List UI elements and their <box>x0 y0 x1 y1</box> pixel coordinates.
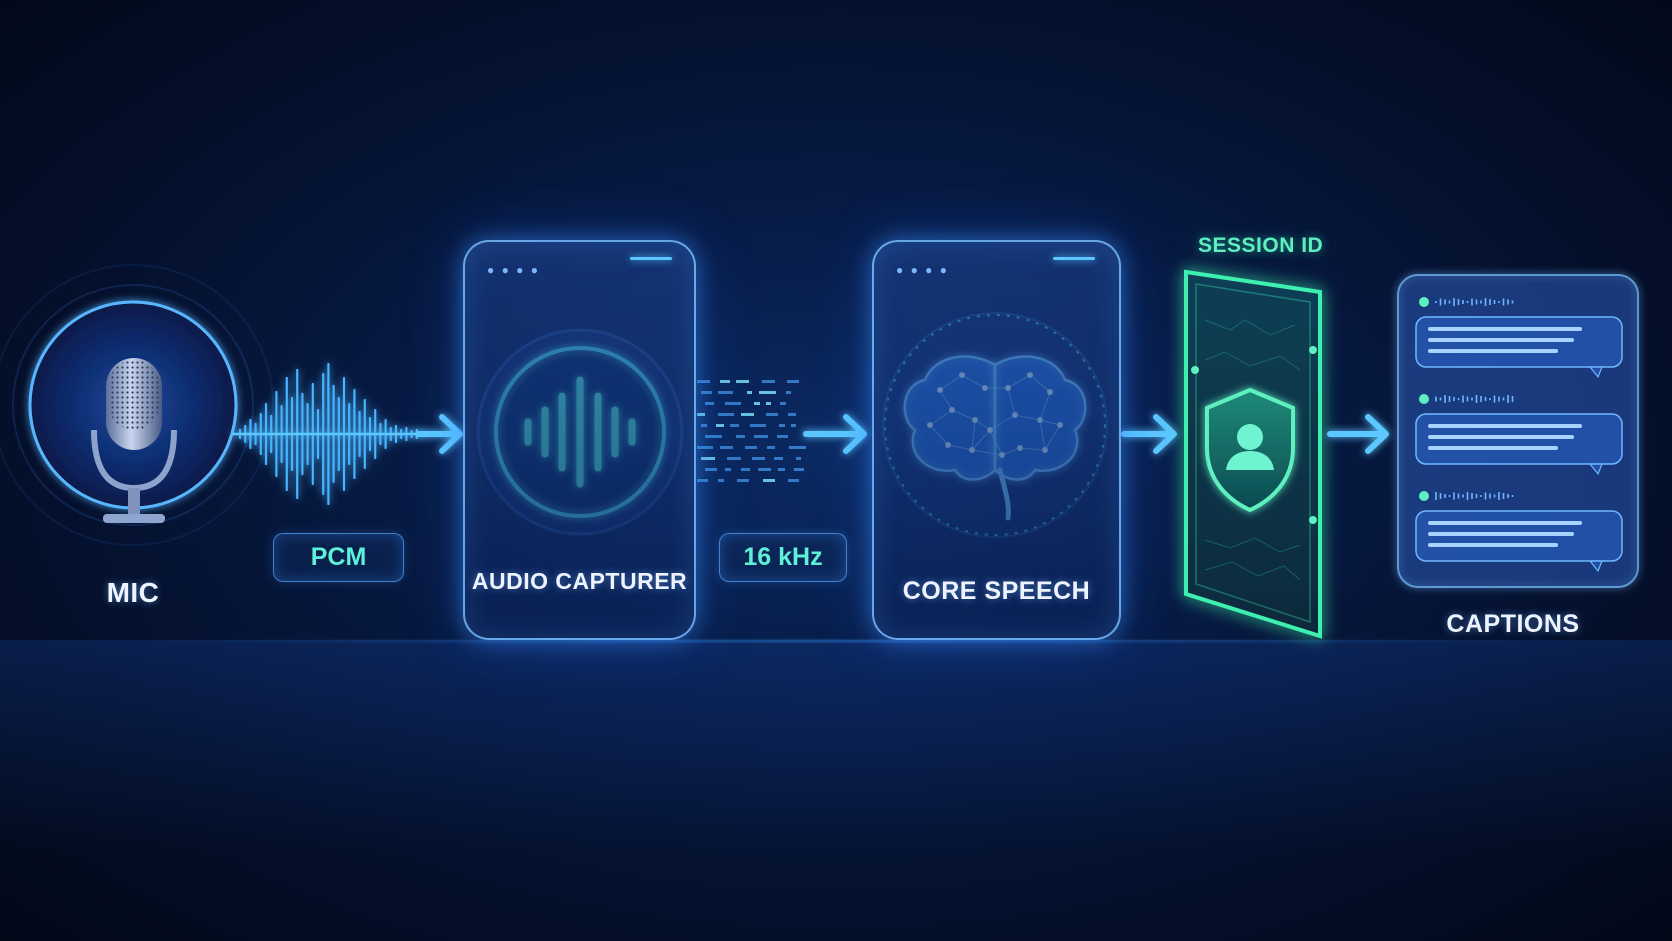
data-dash <box>705 402 714 405</box>
audio-capturer-label: AUDIO CAPTURER <box>471 568 688 594</box>
data-dash <box>705 435 722 438</box>
data-dash <box>697 479 708 482</box>
panel-header-bar <box>1053 257 1095 260</box>
data-dash <box>720 380 730 383</box>
data-dash <box>787 380 799 383</box>
data-dash <box>705 468 717 471</box>
caption-text-line <box>1428 424 1582 428</box>
panel-header-bar <box>630 257 672 260</box>
caption-text-line <box>1428 521 1582 525</box>
sample-rate-chip: 16 kHz <box>719 533 847 582</box>
caption-text-line <box>1428 446 1558 450</box>
chat-bubble-icon <box>1415 413 1623 476</box>
data-dash <box>788 413 796 416</box>
data-dash <box>741 468 750 471</box>
data-dash <box>791 424 796 427</box>
data-dash <box>796 457 801 460</box>
sample-data-stream <box>697 380 806 482</box>
data-dash <box>766 413 778 416</box>
data-dash <box>701 391 712 394</box>
data-dash <box>754 402 760 405</box>
data-dash <box>741 413 754 416</box>
data-dash <box>750 424 766 427</box>
caption-text-line <box>1428 349 1558 353</box>
data-dash <box>730 424 739 427</box>
arrow-right-icon <box>1121 414 1177 454</box>
data-dash <box>725 402 741 405</box>
mic-node <box>0 264 274 546</box>
panel-header-dots: ● ● ● ● <box>487 263 540 277</box>
captions-label: CAPTIONS <box>1446 610 1580 638</box>
speaker-dot <box>1419 297 1429 307</box>
data-dash <box>736 380 749 383</box>
data-dash <box>747 391 752 394</box>
chat-bubble-icon <box>1415 316 1623 379</box>
caption-text-line <box>1428 338 1574 342</box>
data-dash <box>701 424 707 427</box>
chat-bubble-icon <box>1415 510 1623 573</box>
data-dash <box>778 468 785 471</box>
data-dash <box>788 479 799 482</box>
pcm-chip: PCM <box>273 533 404 582</box>
data-dash <box>786 391 791 394</box>
pcm-waveform <box>232 362 424 506</box>
speaker-dot <box>1419 394 1429 404</box>
data-dash <box>736 435 745 438</box>
speaker-dot <box>1419 491 1429 501</box>
data-dash <box>718 391 733 394</box>
data-dash <box>737 479 749 482</box>
data-dash <box>774 457 783 460</box>
microphone-icon <box>91 358 177 523</box>
data-dash <box>777 435 788 438</box>
core-speech-label: CORE SPEECH <box>902 577 1091 605</box>
data-dash <box>759 391 776 394</box>
captions-card <box>1397 274 1639 588</box>
data-dash <box>766 402 771 405</box>
arrow-right-icon <box>803 414 867 454</box>
session-id-label: SESSION ID <box>1198 234 1324 257</box>
data-dash <box>697 413 705 416</box>
data-dash <box>718 413 734 416</box>
data-dash <box>716 424 724 427</box>
session-id-card <box>1184 269 1322 639</box>
data-dash <box>725 468 731 471</box>
data-dash <box>697 380 710 383</box>
data-dash <box>767 446 775 449</box>
core-speech-panel <box>872 240 1121 640</box>
data-dash <box>720 446 733 449</box>
data-dash <box>701 457 715 460</box>
data-dash <box>762 380 775 383</box>
mic-label: MIC <box>106 577 160 608</box>
panel-header-dots: ● ● ● ● <box>896 263 949 277</box>
data-dash <box>754 435 768 438</box>
arrow-right-icon <box>415 414 463 454</box>
audio-capturer-panel <box>463 240 696 640</box>
data-dash <box>727 457 741 460</box>
data-dash <box>718 479 724 482</box>
caption-text-line <box>1428 435 1574 439</box>
data-dash <box>745 446 757 449</box>
shield-user-icon <box>1205 387 1295 513</box>
data-dash <box>763 479 775 482</box>
floor-glow-line <box>120 640 1552 642</box>
caption-text-line <box>1428 327 1582 331</box>
data-dash <box>789 446 806 449</box>
data-dash <box>779 424 785 427</box>
reflective-floor <box>0 640 1672 941</box>
caption-text-line <box>1428 532 1574 536</box>
data-dash <box>794 468 804 471</box>
data-dash <box>780 402 786 405</box>
data-dash <box>752 457 765 460</box>
caption-text-line <box>1428 543 1558 547</box>
data-dash <box>697 446 713 449</box>
arrow-right-icon <box>1327 414 1389 454</box>
data-dash <box>758 468 771 471</box>
